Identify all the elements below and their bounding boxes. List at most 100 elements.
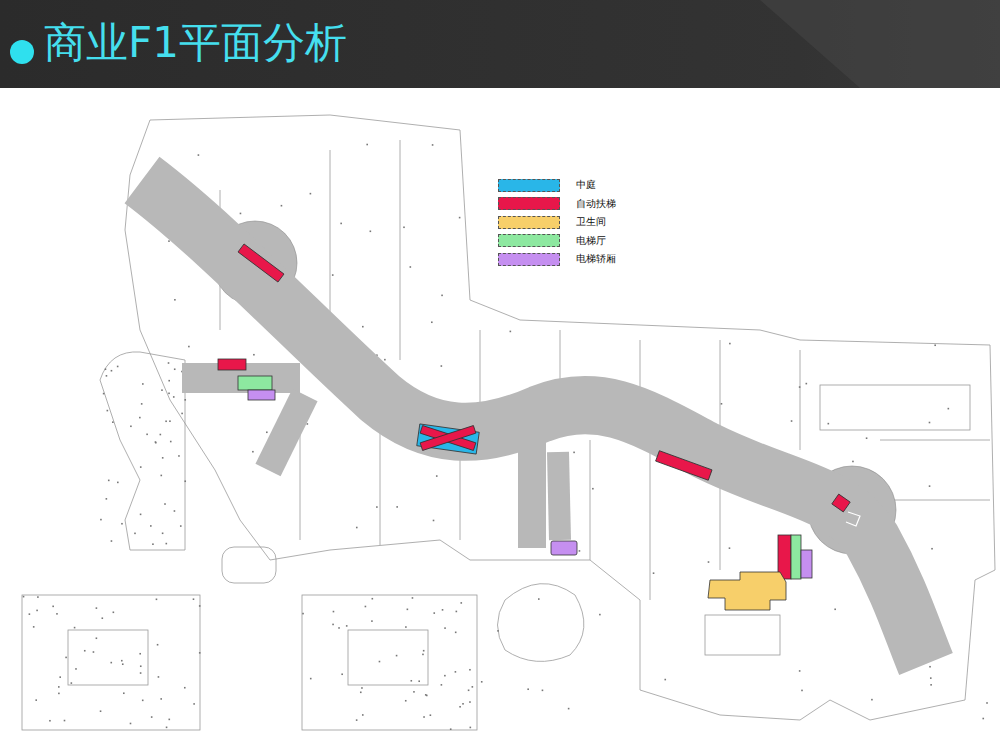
column-dot — [170, 441, 172, 443]
column-dot — [410, 266, 412, 268]
column-dot — [117, 366, 119, 368]
column-dot — [199, 605, 201, 607]
column-dot — [361, 687, 363, 689]
column-dot — [113, 611, 115, 613]
column-dot — [472, 686, 474, 688]
column-dot — [121, 660, 123, 662]
column-dot — [396, 506, 398, 508]
column-dot — [130, 425, 132, 427]
column-dot — [834, 608, 836, 610]
column-dot — [168, 240, 170, 242]
column-dot — [65, 657, 67, 659]
atrium — [417, 424, 479, 454]
column-dot — [56, 613, 58, 615]
column-dot — [469, 669, 471, 671]
column-dot — [130, 723, 132, 725]
column-dot — [184, 480, 186, 482]
column-dots — [23, 144, 988, 730]
column-dot — [455, 671, 457, 673]
column-dot — [64, 720, 66, 722]
column-dot — [411, 680, 413, 682]
legend-swatch — [498, 253, 560, 266]
column-dot — [405, 700, 407, 702]
column-dot — [310, 193, 312, 195]
column-dot — [106, 498, 108, 500]
column-dot — [422, 654, 424, 656]
escalator — [832, 494, 850, 512]
column-dot — [433, 520, 435, 522]
column-dot — [370, 230, 372, 232]
column-dot — [75, 668, 77, 670]
column-dot — [384, 359, 386, 361]
elevator-car — [801, 550, 812, 578]
column-dot — [139, 653, 141, 655]
column-dot — [444, 627, 446, 629]
column-dot — [986, 702, 988, 704]
column-dot — [146, 434, 148, 436]
column-dot — [433, 612, 435, 614]
column-dot — [117, 482, 119, 484]
column-dot — [356, 527, 358, 529]
column-dot — [302, 613, 304, 615]
column-dot — [470, 727, 472, 729]
column-dot — [442, 609, 444, 611]
column-dot — [729, 343, 731, 345]
column-dot — [160, 698, 162, 700]
legend-text: 中庭 — [576, 178, 596, 192]
legend-row: 中庭 — [498, 176, 616, 195]
column-dot — [568, 708, 570, 710]
column-dot — [122, 663, 124, 665]
column-dot — [481, 681, 483, 683]
column-dot — [423, 650, 425, 652]
column-dot — [84, 650, 86, 652]
column-dot — [332, 274, 334, 276]
column-dot — [929, 666, 931, 668]
column-dot — [866, 437, 868, 439]
column-dot — [36, 610, 38, 612]
column-dot — [459, 706, 461, 708]
escalator — [420, 426, 476, 451]
column-dot — [405, 626, 407, 628]
column-dot — [162, 457, 164, 459]
column-dot — [281, 205, 283, 207]
column-dot — [444, 675, 446, 677]
legend-swatch — [498, 179, 560, 192]
elevator-car — [551, 541, 577, 555]
column-dot — [930, 677, 932, 679]
column-dot — [142, 700, 144, 702]
column-dot — [441, 295, 443, 297]
column-dot — [934, 344, 936, 346]
column-dot — [59, 676, 61, 678]
column-dot — [166, 543, 168, 545]
title-bullet — [10, 40, 34, 64]
column-dot — [982, 718, 984, 720]
column-dot — [29, 613, 31, 615]
column-dot — [164, 503, 166, 505]
column-dot — [178, 455, 180, 457]
column-dot — [356, 719, 358, 721]
column-dot — [459, 217, 461, 219]
column-dot — [418, 680, 420, 682]
legend-row: 电梯轿厢 — [498, 250, 616, 269]
column-dot — [23, 596, 25, 598]
column-dot — [151, 716, 153, 718]
column-dot — [123, 692, 125, 694]
legend-row: 卫生间 — [498, 213, 616, 232]
column-dot — [436, 475, 438, 477]
header-stripe — [760, 0, 1000, 88]
column-dot — [333, 611, 335, 613]
column-dot — [134, 533, 136, 535]
column-dot — [871, 699, 873, 701]
column-dot — [174, 299, 176, 301]
column-dot — [360, 692, 362, 694]
column-dot — [332, 624, 334, 626]
column-dot — [169, 420, 171, 422]
column-dot — [112, 421, 114, 423]
header-bar — [0, 0, 1000, 88]
column-dot — [141, 403, 143, 405]
elevator-hall — [791, 535, 801, 579]
legend-text: 卫生间 — [576, 215, 606, 229]
column-dot — [497, 630, 499, 632]
column-dot — [58, 693, 60, 695]
column-dot — [431, 321, 433, 323]
